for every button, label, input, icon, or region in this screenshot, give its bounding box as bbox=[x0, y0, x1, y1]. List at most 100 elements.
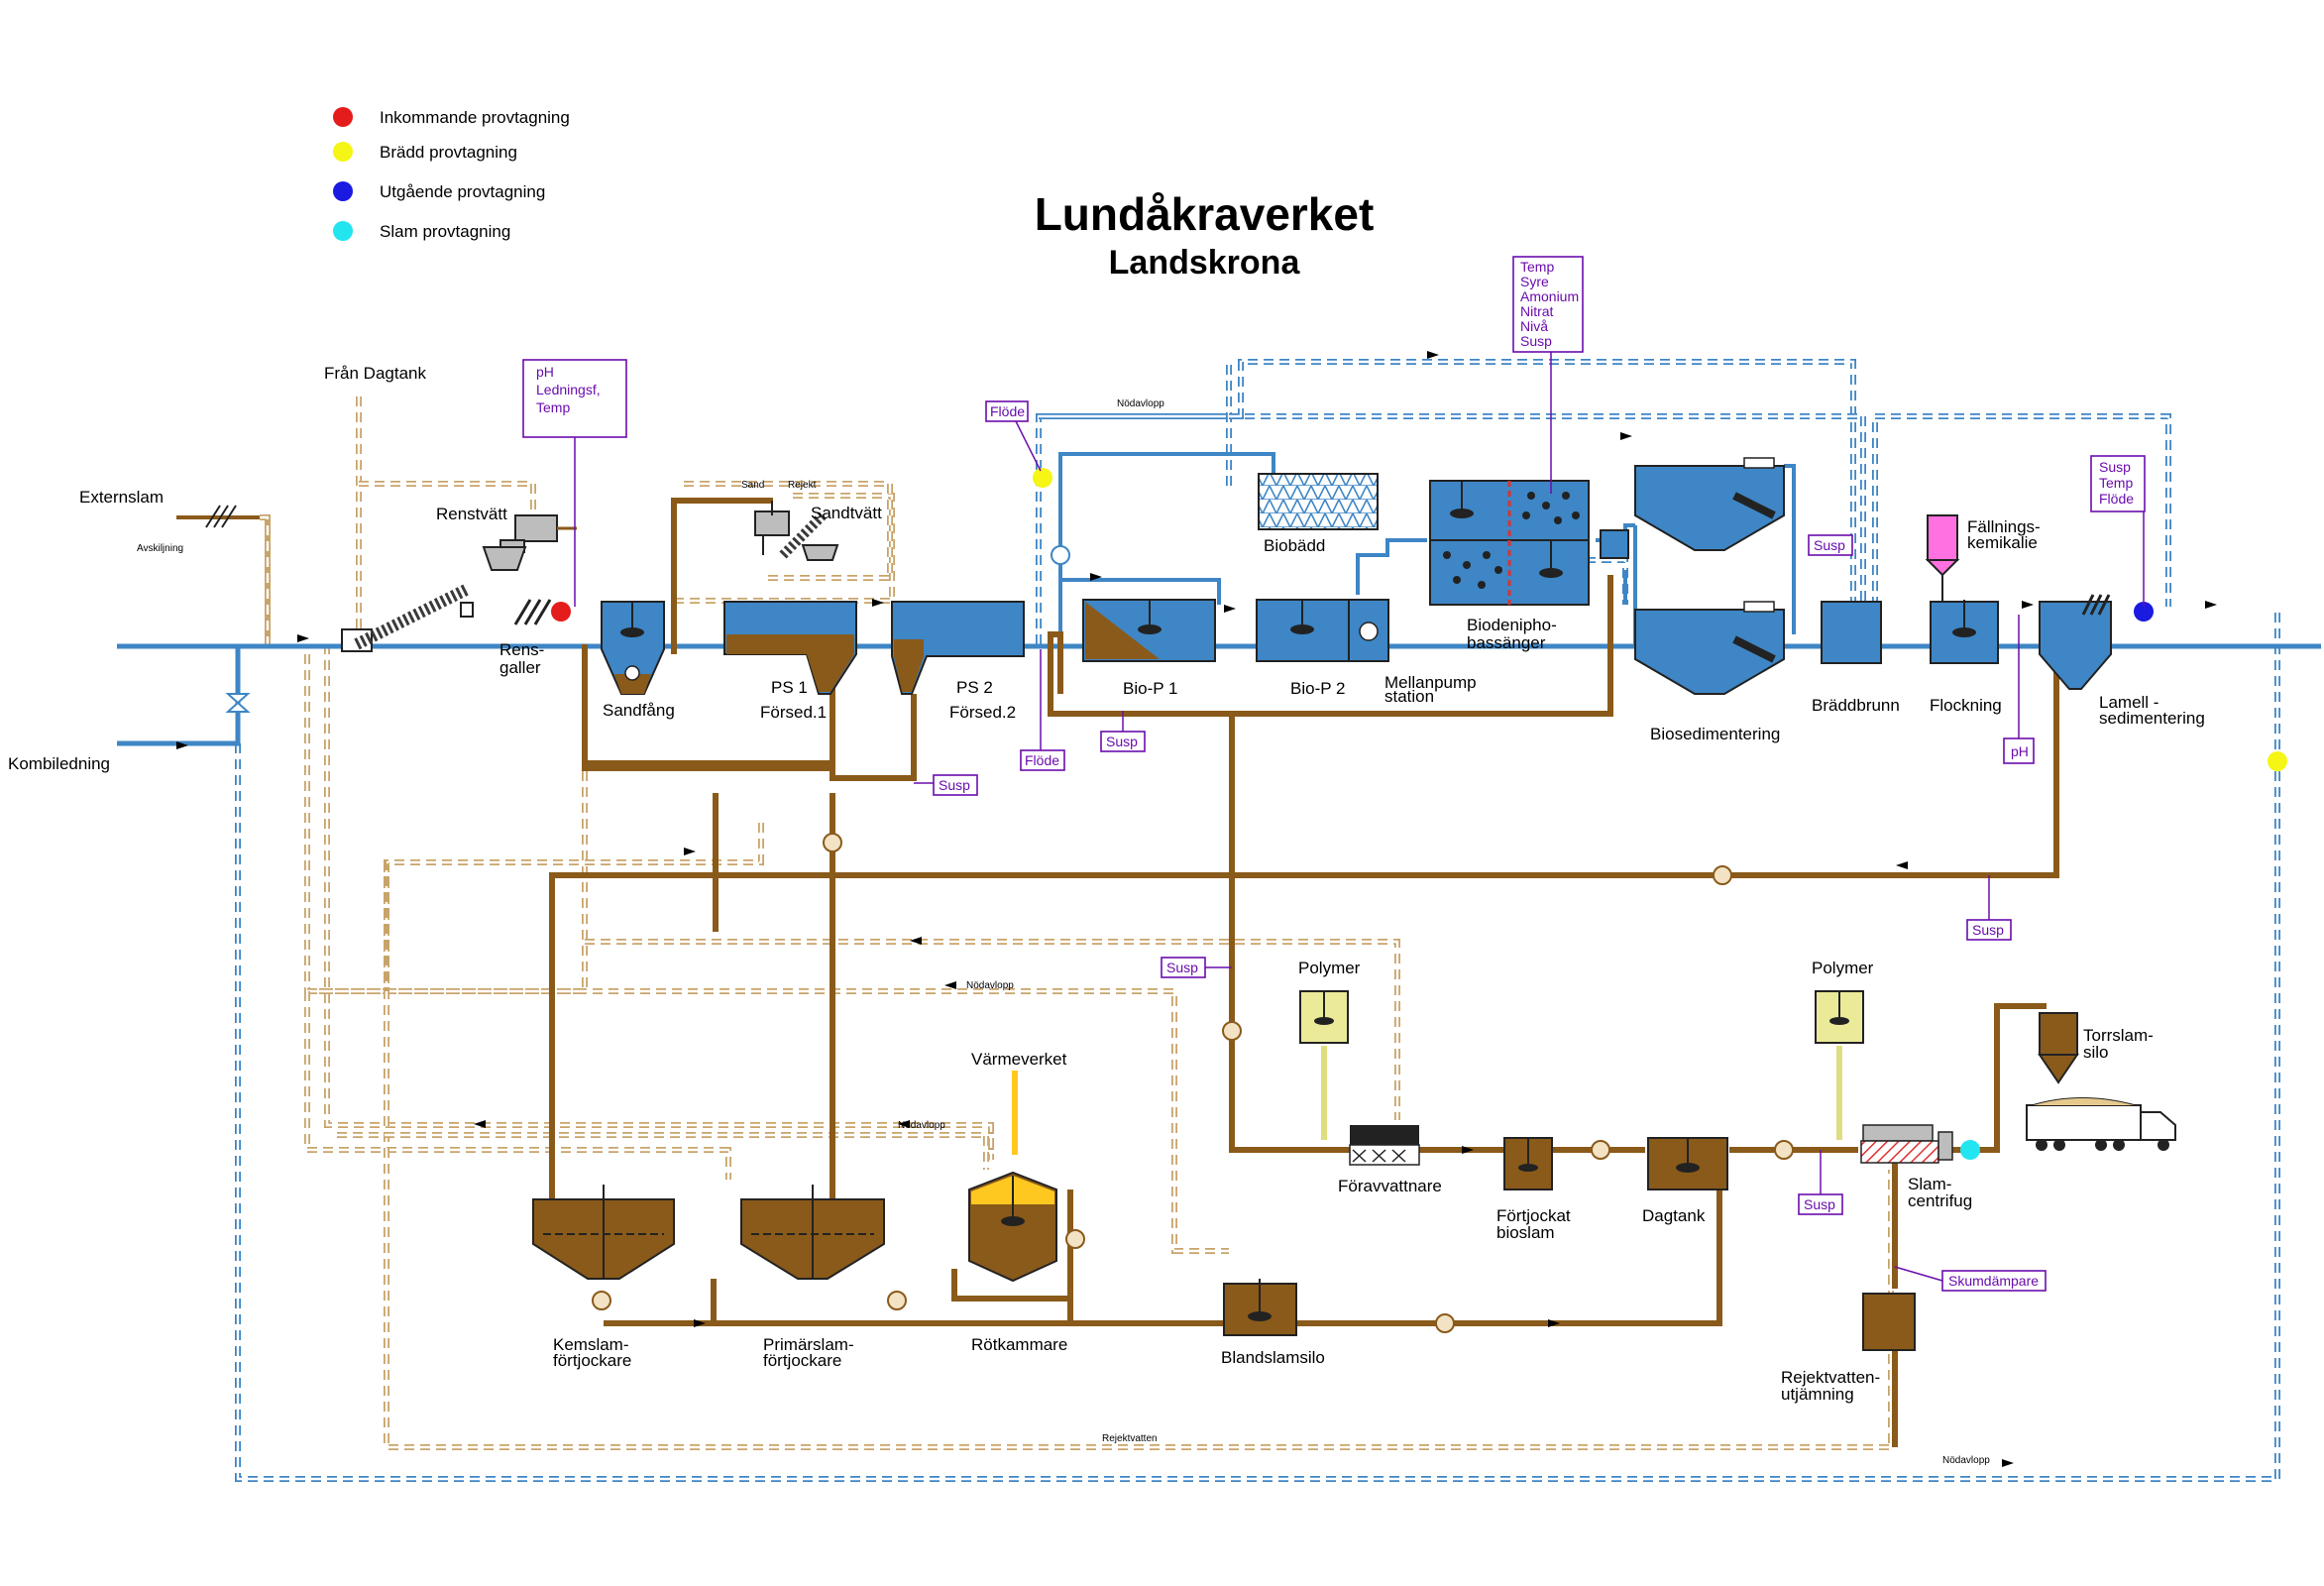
sensor-ph-flock-text: pH bbox=[2011, 743, 2029, 759]
sensor-outlet-1: Susp bbox=[2099, 459, 2131, 475]
overflow-sample-dot-right bbox=[2268, 751, 2287, 771]
flow-meter-icon bbox=[1051, 545, 1070, 565]
sensor-ph-flock: pH bbox=[2003, 615, 2035, 764]
ps2-label-1: PS 2 bbox=[956, 678, 993, 697]
biop1-tank bbox=[1082, 599, 1216, 662]
biosedimentering-tanks bbox=[1634, 457, 1785, 695]
sensor-flode-low: Flöde bbox=[1020, 649, 1065, 771]
sensor-biodenipho-3: Amonium bbox=[1520, 288, 1579, 304]
legend-dot-bradd bbox=[333, 142, 353, 162]
biodenipho-label-2: bassänger bbox=[1467, 633, 1546, 652]
polymer-label-2: Polymer bbox=[1812, 959, 1874, 977]
foravvattnare-unit bbox=[1349, 1125, 1420, 1166]
kemslam-label-2: förtjockare bbox=[553, 1351, 631, 1370]
rotkammare-tank bbox=[968, 1171, 1057, 1283]
biodenipho-label-1: Biodenipho- bbox=[1467, 616, 1557, 634]
sludge-pipes bbox=[176, 498, 2059, 1447]
dashed-water-network bbox=[235, 359, 2280, 1482]
foravvattnare-label: Föravvattnare bbox=[1338, 1177, 1442, 1195]
sensor-flode-low-text: Flöde bbox=[1025, 752, 1059, 768]
rensgaller-bars-icon bbox=[513, 599, 552, 625]
torrslamsilo-label-1: Torrslam- bbox=[2083, 1026, 2154, 1045]
plant-subtitle: Landskrona bbox=[1109, 244, 1301, 282]
kombiledning-label: Kombiledning bbox=[8, 754, 110, 773]
sensor-skumdampare: Skumdämpare bbox=[1894, 1266, 2047, 1292]
sensor-susp-ps-text: Susp bbox=[939, 777, 970, 793]
plant-title: Lundåkraverket bbox=[1035, 188, 1375, 240]
rejektvatten-label-2: utjämning bbox=[1781, 1385, 1854, 1404]
sensor-flode-top: Flöde bbox=[985, 400, 1042, 472]
sludge-pumps bbox=[592, 833, 1794, 1333]
lamell-tank bbox=[2039, 594, 2112, 690]
biop2-label: Bio-P 2 bbox=[1290, 679, 1345, 698]
mellanpump-label-1: Mellanpump bbox=[1384, 673, 1477, 692]
nodavlopp-label-bottom: Nödavlopp bbox=[1942, 1455, 1990, 1466]
lamell-label-1: Lamell - bbox=[2099, 693, 2158, 712]
legend-label-slam: Slam provtagning bbox=[380, 222, 510, 241]
flockning-tank bbox=[1930, 600, 1999, 664]
sensor-outlet: Susp Temp Flöde bbox=[2090, 455, 2146, 607]
rejektvatten-tank bbox=[1862, 1293, 1916, 1351]
torrslamsilo bbox=[2038, 1012, 2079, 1084]
rejektvatten-label-1: Rejektvatten- bbox=[1781, 1368, 1880, 1387]
inlet-sample-dot bbox=[551, 602, 571, 622]
sensor-susp-bio-text: Susp bbox=[1166, 960, 1198, 975]
sensor-biodenipho-1: Temp bbox=[1520, 259, 1554, 275]
nodavlopp-label-top: Nödavlopp bbox=[1117, 398, 1164, 409]
rensgaller-screw bbox=[341, 584, 474, 652]
polymer-tank-1 bbox=[1299, 990, 1349, 1140]
biobadd-label: Biobädd bbox=[1264, 536, 1325, 555]
kombiledning-valve-icon[interactable] bbox=[225, 693, 251, 713]
kemslam-tank bbox=[532, 1185, 675, 1280]
dashed-sludge-network bbox=[260, 396, 1894, 1450]
legend-dot-slam bbox=[333, 221, 353, 241]
legend-label-bradd: Brädd provtagning bbox=[380, 143, 517, 162]
fran-dagtank-label: Från Dagtank bbox=[324, 364, 426, 383]
sensor-biodenipho: Temp Syre Amonium Nitrat Nivå Susp bbox=[1512, 256, 1584, 494]
ps1-label-2: Försed.1 bbox=[760, 703, 827, 722]
sensor-biodenipho-2: Syre bbox=[1520, 274, 1549, 289]
sensor-flode-top-text: Flöde bbox=[990, 403, 1025, 419]
kemslam-label-1: Kemslam- bbox=[553, 1335, 629, 1354]
braddbrunn-tank bbox=[1821, 601, 1882, 664]
externslam-label: Externslam bbox=[79, 488, 164, 507]
fallningskemikalie-label-2: kemikalie bbox=[1967, 533, 2038, 552]
varmeverket-label: Värmeverket bbox=[971, 1050, 1067, 1069]
sandfang-label: Sandfång bbox=[603, 701, 675, 720]
sensor-susp-biop: Susp bbox=[1100, 711, 1146, 752]
sensor-inlet-1: pH bbox=[536, 364, 554, 380]
sandfang-tank bbox=[601, 601, 665, 695]
biodenipho-basins bbox=[1429, 480, 1629, 606]
truck-icon bbox=[2026, 1097, 2176, 1151]
blandslamsilo-tank bbox=[1223, 1279, 1297, 1336]
ps2-label-2: Försed.2 bbox=[949, 703, 1016, 722]
primarslam-label-1: Primärslam- bbox=[763, 1335, 854, 1354]
polymer-label-1: Polymer bbox=[1298, 959, 1361, 977]
sensor-skumdampare-text: Skumdämpare bbox=[1948, 1273, 2039, 1289]
sensor-biodenipho-5: Nivå bbox=[1520, 318, 1548, 334]
nodavlopp-label-mid: Nödavlopp bbox=[966, 980, 1014, 991]
flow-arrows bbox=[176, 351, 2217, 1467]
legend-dot-inkommande bbox=[333, 107, 353, 127]
sensor-biodenipho-6: Susp bbox=[1520, 333, 1552, 349]
legend: Inkommande provtagning Brädd provtagning… bbox=[333, 107, 570, 241]
primarslam-tank bbox=[740, 1185, 885, 1280]
polymer-tank-2 bbox=[1815, 990, 1864, 1140]
externslam-grid-icon bbox=[205, 505, 237, 528]
rejekt-label: Rejekt bbox=[788, 480, 817, 491]
sensor-inlet: pH Ledningsf, Temp bbox=[522, 359, 627, 607]
flockning-label: Flockning bbox=[1930, 696, 2002, 715]
sensor-susp-bradd: Susp bbox=[1808, 534, 1853, 556]
fortjockat-label-1: Förtjockat bbox=[1496, 1206, 1571, 1225]
blandslamsilo-label: Blandslamsilo bbox=[1221, 1348, 1325, 1367]
rotkammare-label: Rötkammare bbox=[971, 1335, 1067, 1354]
mellanpump-label-2: station bbox=[1384, 687, 1434, 706]
ps1-label-1: PS 1 bbox=[771, 678, 808, 697]
fallningskemikalie-label-1: Fällnings- bbox=[1967, 517, 2041, 536]
slamcentrifug-label-2: centrifug bbox=[1908, 1191, 1972, 1210]
lamell-label-2: sedimentering bbox=[2099, 709, 2205, 728]
rensgaller-label-2: galler bbox=[499, 658, 541, 677]
overflow-sample-dot-top bbox=[1033, 468, 1052, 488]
legend-label-utgaende: Utgående provtagning bbox=[380, 182, 545, 201]
